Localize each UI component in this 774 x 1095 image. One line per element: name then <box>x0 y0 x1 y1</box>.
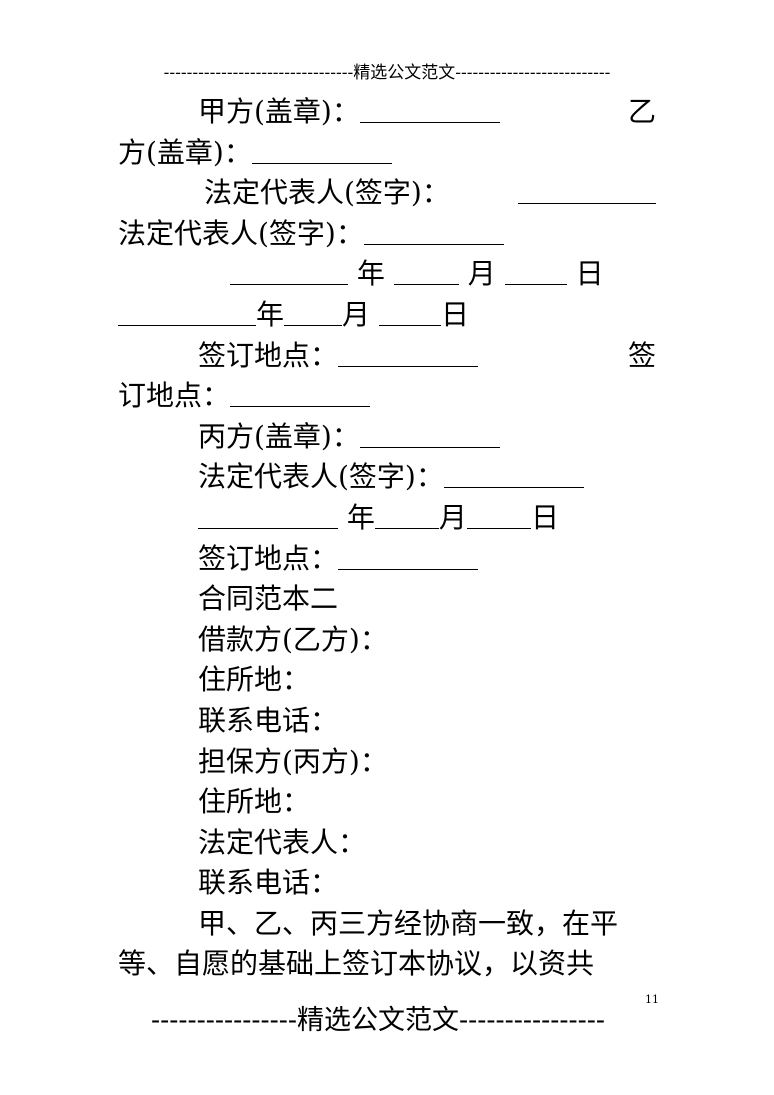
party-a-place-label: 签订地点： <box>198 338 339 372</box>
guarantor-line: 担保方(丙方)： <box>198 744 388 778</box>
party-b-rep-line: 法定代表人(签字)： <box>118 214 658 255</box>
signature-blank <box>443 459 584 489</box>
party-a-rep-line: 法定代表人(签字)： <box>118 173 658 214</box>
year-blank <box>230 256 348 286</box>
guarantor-address-line: 住所地： <box>198 785 311 819</box>
signature-blank <box>359 419 500 448</box>
place-blank <box>230 378 371 408</box>
page-header: ---------------------------------精选公文范文-… <box>163 63 611 83</box>
document-body: 甲方(盖章)： 乙 方(盖章)： 法定代表人(签字)： 法定代表人(签字)： 年… <box>118 92 658 985</box>
day-label: 日 <box>575 257 604 291</box>
paragraph-line-2: 等、自愿的基础上签订本协议，以资共 <box>118 947 595 981</box>
month-label: 月 <box>438 500 467 534</box>
party-c-rep-line: 法定代表人(签字)： <box>118 457 658 498</box>
party-a-date-line: 年 月 日 <box>118 254 658 295</box>
party-c-seal-label: 丙方(盖章)： <box>198 419 360 453</box>
signature-blank <box>363 216 504 245</box>
month-blank <box>284 297 343 326</box>
party-b-rep-label: 法定代表人(签字)： <box>118 216 364 250</box>
party-b-seal-label: 方(盖章)： <box>118 135 252 169</box>
party-c-rep-label: 法定代表人(签字)： <box>198 460 444 494</box>
month-blank <box>374 500 439 529</box>
guarantor-phone-line: 联系电话： <box>198 866 339 900</box>
signature-blank <box>359 94 500 123</box>
party-b-place-line: 订地点： <box>118 376 658 417</box>
year-label: 年 <box>346 500 375 534</box>
party-b-place-label-start: 签 <box>627 338 656 372</box>
paragraph-line-1: 甲、乙、丙三方经协商一致，在平 <box>198 906 619 940</box>
party-a-seal-label: 甲方(盖章)： <box>198 95 360 128</box>
party-a-place-line: 签订地点： 签 <box>118 336 658 377</box>
month-blank <box>393 256 459 286</box>
borrower-address-line: 住所地： <box>198 663 311 697</box>
party-c-seal-line: 丙方(盖章)： <box>118 417 658 458</box>
party-c-date-line: 年月日 <box>118 498 658 539</box>
signature-blank <box>518 175 656 205</box>
day-label: 日 <box>530 500 559 534</box>
party-c-place-label: 签订地点： <box>198 541 339 575</box>
year-label: 年 <box>356 257 385 291</box>
party-b-date-line: 年月 日 <box>118 295 658 336</box>
signature-blank <box>251 135 392 164</box>
page-number: 11 <box>645 993 659 1006</box>
borrower-phone-line: 联系电话： <box>198 703 339 737</box>
party-a-rep-label: 法定代表人(签字)： <box>204 176 450 210</box>
month-label: 月 <box>342 297 371 331</box>
section-title: 合同范本二 <box>198 582 339 616</box>
year-label: 年 <box>256 297 285 331</box>
party-b-place-label: 订地点： <box>118 379 231 413</box>
page-footer: ----------------精选公文范文---------------- <box>151 1005 605 1036</box>
month-label: 月 <box>467 257 496 291</box>
year-blank <box>118 297 256 326</box>
party-a-seal-line: 甲方(盖章)： 乙 <box>118 92 658 133</box>
day-blank <box>466 500 531 529</box>
place-blank <box>338 541 479 570</box>
year-blank <box>198 500 338 529</box>
day-blank <box>504 256 567 286</box>
guarantor-rep-line: 法定代表人： <box>198 825 367 859</box>
borrower-line: 借款方(乙方)： <box>198 622 388 656</box>
party-c-place-line: 签订地点： <box>118 539 658 580</box>
party-b-seal-line: 方(盖章)： <box>118 133 658 174</box>
place-blank <box>338 338 479 367</box>
day-blank <box>378 297 441 326</box>
party-b-seal-label-start: 乙 <box>627 95 656 128</box>
day-label: 日 <box>440 297 469 331</box>
